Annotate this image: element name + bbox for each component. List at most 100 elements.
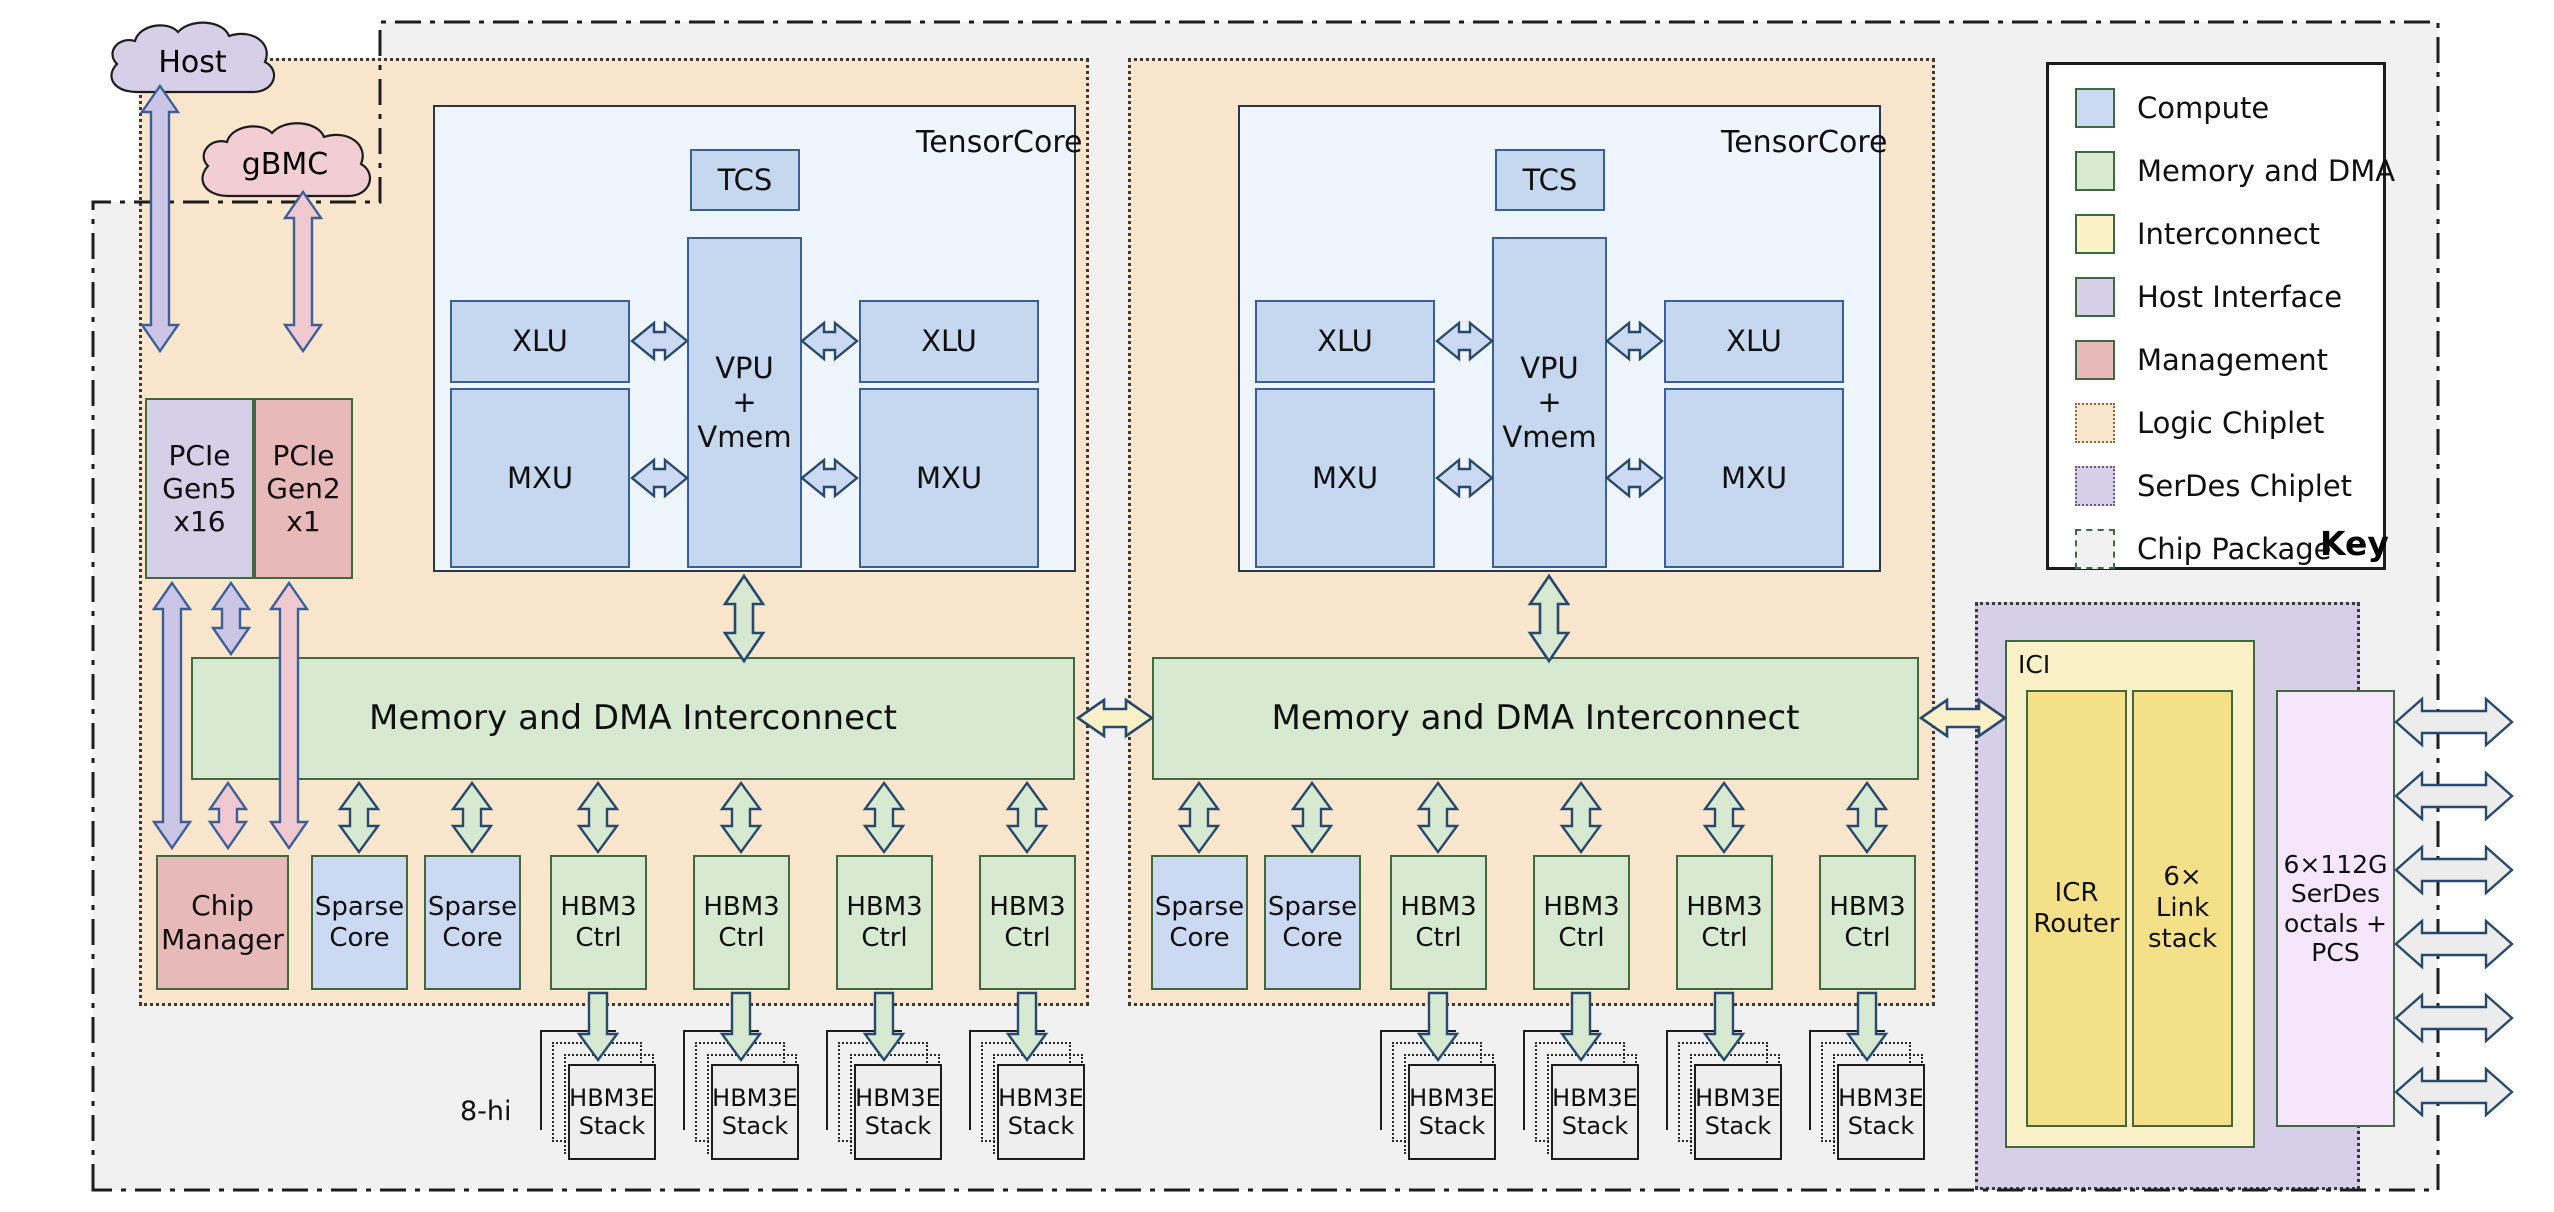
block-label: HBM3 Ctrl — [846, 891, 923, 953]
block-label: HBM3 Ctrl — [1400, 891, 1477, 953]
key-item: SerDes Chiplet — [2075, 466, 2352, 506]
block-label: 6× Link stack — [2147, 862, 2218, 954]
key-label: Memory and DMA — [2137, 154, 2396, 188]
block-vpu-left: VPU + Vmem — [687, 237, 802, 568]
key-item: Management — [2075, 340, 2328, 380]
block-label: Sparse Core — [1154, 891, 1245, 953]
key-swatch — [2075, 88, 2115, 128]
block-label: HBM3 Ctrl — [989, 891, 1066, 953]
key-label: Management — [2137, 343, 2329, 377]
block-link-stack: 6× Link stack — [2132, 690, 2233, 1127]
key-item: Compute — [2075, 88, 2269, 128]
interconnect-label: Memory and DMA Interconnect — [368, 698, 898, 739]
block-label: MXU — [1311, 460, 1379, 495]
block-tcs-right: TCS — [1495, 149, 1605, 211]
block-label: PCIe Gen2 x1 — [266, 438, 341, 539]
block-icr-router: ICR Router — [2026, 690, 2127, 1127]
block-label: XLU — [921, 324, 977, 359]
key-item: Logic Chiplet — [2075, 403, 2324, 443]
block-label: HBM3 Ctrl — [703, 891, 780, 953]
block-label: Sparse Core — [427, 891, 518, 953]
block-label: MXU — [1720, 460, 1788, 495]
key-item: Host Interface — [2075, 277, 2342, 317]
key-swatch — [2075, 466, 2115, 506]
gbmc-cloud-label: gBMC — [241, 147, 329, 182]
block-mxu-left-a: MXU — [450, 388, 630, 568]
block-sparse-core-r1: Sparse Core — [1151, 855, 1248, 990]
block-label: 6×112G SerDes octals + PCS — [2283, 849, 2388, 968]
block-hbm3-ctrl-r3: HBM3 Ctrl — [1676, 855, 1773, 990]
block-hbm3e-stack: HBM3E Stack — [854, 1064, 942, 1160]
block-label: ICR Router — [2033, 877, 2120, 939]
block-label: TCS — [1522, 162, 1578, 197]
block-label: Sparse Core — [314, 891, 405, 953]
interconnect-label: Memory and DMA Interconnect — [1271, 698, 1800, 739]
block-hbm3-ctrl-r4: HBM3 Ctrl — [1819, 855, 1916, 990]
block-label: HBM3 Ctrl — [1829, 891, 1906, 953]
memory-dma-interconnect-left: Memory and DMA Interconnect — [191, 657, 1075, 780]
ici-label: ICI — [2018, 650, 2051, 679]
block-hbm3e-stack: HBM3E Stack — [568, 1064, 656, 1160]
block-pcie-gen2: PCIe Gen2 x1 — [254, 398, 353, 579]
key-swatch — [2075, 529, 2115, 569]
block-label: XLU — [1726, 324, 1782, 359]
block-hbm3e-stack: HBM3E Stack — [997, 1064, 1085, 1160]
block-hbm3e-stack: HBM3E Stack — [1694, 1064, 1782, 1160]
block-label: HBM3E Stack — [855, 1083, 941, 1140]
block-label: HBM3 Ctrl — [560, 891, 637, 953]
block-xlu-right-b: XLU — [1664, 300, 1844, 383]
block-mxu-right-b: MXU — [1664, 388, 1844, 568]
block-label: HBM3E Stack — [1552, 1083, 1638, 1140]
key-swatch — [2075, 214, 2115, 254]
host-cloud: Host — [95, 18, 290, 106]
block-label: HBM3E Stack — [569, 1083, 655, 1140]
key-label: Interconnect — [2137, 217, 2321, 251]
stack-height-label: 8-hi — [460, 1096, 512, 1127]
block-sparse-core-l1: Sparse Core — [311, 855, 408, 990]
block-mxu-right-a: MXU — [1255, 388, 1435, 568]
block-hbm3e-stack: HBM3E Stack — [711, 1064, 799, 1160]
block-label: Sparse Core — [1267, 891, 1358, 953]
block-xlu-left-b: XLU — [859, 300, 1039, 383]
block-label: HBM3 Ctrl — [1686, 891, 1763, 953]
key-swatch — [2075, 151, 2115, 191]
block-hbm3-ctrl-l2: HBM3 Ctrl — [693, 855, 790, 990]
block-label: PCIe Gen5 x16 — [162, 438, 237, 539]
tensorcore-right-label: TensorCore — [1721, 125, 1888, 160]
block-xlu-left-a: XLU — [450, 300, 630, 383]
block-mxu-left-b: MXU — [859, 388, 1039, 568]
block-label: HBM3E Stack — [712, 1083, 798, 1140]
key-label: Host Interface — [2137, 280, 2343, 314]
block-chip-manager: Chip Manager — [156, 855, 289, 990]
key-swatch — [2075, 277, 2115, 317]
block-pcie-gen5: PCIe Gen5 x16 — [145, 398, 254, 579]
block-label: MXU — [915, 460, 983, 495]
block-sparse-core-r2: Sparse Core — [1264, 855, 1361, 990]
key-swatch — [2075, 340, 2115, 380]
block-hbm3-ctrl-l4: HBM3 Ctrl — [979, 855, 1076, 990]
block-hbm3-ctrl-r2: HBM3 Ctrl — [1533, 855, 1630, 990]
block-label: VPU + Vmem — [1502, 351, 1597, 454]
block-hbm3-ctrl-r1: HBM3 Ctrl — [1390, 855, 1487, 990]
key-item: Chip Package — [2075, 529, 2332, 569]
key-item: Memory and DMA — [2075, 151, 2395, 191]
block-label: HBM3E Stack — [1838, 1083, 1924, 1140]
block-hbm3e-stack: HBM3E Stack — [1837, 1064, 1925, 1160]
block-serdes-octals-pcs: 6×112G SerDes octals + PCS — [2276, 690, 2395, 1127]
block-label: HBM3 Ctrl — [1543, 891, 1620, 953]
key-label: Logic Chiplet — [2137, 406, 2325, 440]
key-swatch — [2075, 403, 2115, 443]
block-label: HBM3E Stack — [1695, 1083, 1781, 1140]
block-label: HBM3E Stack — [998, 1083, 1084, 1140]
key-label: Chip Package — [2137, 532, 2332, 566]
block-label: XLU — [1317, 324, 1373, 359]
memory-dma-interconnect-right: Memory and DMA Interconnect — [1152, 657, 1919, 780]
key-label: Compute — [2137, 91, 2270, 125]
key-label: SerDes Chiplet — [2137, 469, 2353, 503]
block-hbm3-ctrl-l3: HBM3 Ctrl — [836, 855, 933, 990]
block-label: MXU — [506, 460, 574, 495]
block-hbm3e-stack: HBM3E Stack — [1408, 1064, 1496, 1160]
block-label: HBM3E Stack — [1409, 1083, 1495, 1140]
host-cloud-label: Host — [158, 45, 227, 80]
